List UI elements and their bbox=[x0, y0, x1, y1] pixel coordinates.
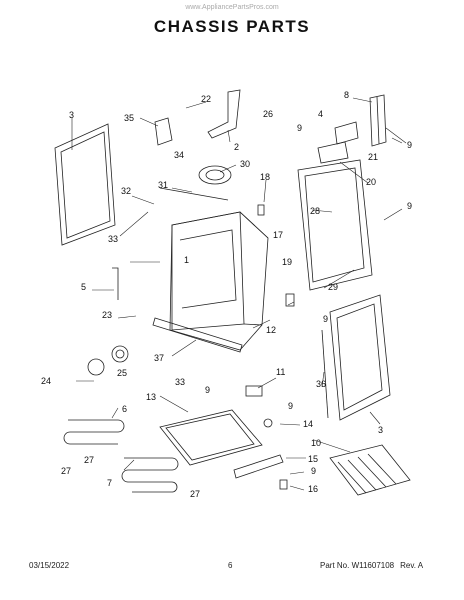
leader-lines bbox=[71, 97, 407, 491]
sensor-17 bbox=[257, 204, 265, 216]
callout: 16 bbox=[308, 484, 318, 494]
footer-part-info: Part No. W11607108 Rev. A bbox=[320, 561, 429, 570]
callout: 34 bbox=[174, 150, 184, 160]
element-34 bbox=[198, 165, 232, 185]
hinge-bracket-2 bbox=[207, 89, 241, 139]
channel-8 bbox=[369, 94, 387, 147]
callout: 26 bbox=[263, 109, 273, 119]
callout: 22 bbox=[201, 94, 211, 104]
callout: 36 bbox=[316, 379, 326, 389]
callout: 8 bbox=[344, 90, 349, 100]
callout: 28 bbox=[310, 206, 320, 216]
callout: 23 bbox=[102, 310, 112, 320]
rod-5 bbox=[112, 267, 119, 300]
callout: 29 bbox=[328, 282, 338, 292]
rail-20 bbox=[317, 141, 349, 164]
knobs-24 bbox=[87, 345, 129, 376]
callout: 20 bbox=[366, 177, 376, 187]
drip-tray-13 bbox=[159, 409, 263, 466]
callout: 2 bbox=[234, 142, 239, 152]
callout: 9 bbox=[297, 123, 302, 133]
callout: 17 bbox=[273, 230, 283, 240]
callout: 35 bbox=[124, 113, 134, 123]
rod-36 bbox=[321, 329, 329, 419]
callout: 15 bbox=[308, 454, 318, 464]
callout: 27 bbox=[190, 489, 200, 499]
callout: 10 bbox=[311, 438, 321, 448]
callout: 14 bbox=[303, 419, 313, 429]
callout: 9 bbox=[311, 466, 316, 476]
door-frame-right bbox=[329, 294, 391, 421]
rear-panel bbox=[297, 159, 373, 291]
callout: 13 bbox=[146, 392, 156, 402]
callout: 9 bbox=[323, 314, 328, 324]
callout: 9 bbox=[288, 401, 293, 411]
callout: 7 bbox=[107, 478, 112, 488]
callout: 3 bbox=[378, 425, 383, 435]
callout: 31 bbox=[158, 180, 168, 190]
callout: 19 bbox=[282, 257, 292, 267]
slide-15 bbox=[233, 454, 284, 479]
callout: 30 bbox=[240, 159, 250, 169]
callout: 27 bbox=[84, 455, 94, 465]
callout: 33 bbox=[108, 234, 118, 244]
callout: 37 bbox=[154, 353, 164, 363]
callout: 27 bbox=[61, 466, 71, 476]
watermark: www.AppliancePartsPros.com bbox=[185, 4, 279, 11]
callout: 33 bbox=[175, 377, 185, 387]
callout: 9 bbox=[205, 385, 210, 395]
callout-labels: 1 2 3 3 4 5 6 7 8 9 9 9 9 9 9 9 10 11 12… bbox=[41, 90, 412, 499]
callout: 21 bbox=[368, 152, 378, 162]
callout: 9 bbox=[407, 140, 412, 150]
callout: 6 bbox=[122, 404, 127, 414]
callout: 32 bbox=[121, 186, 131, 196]
bracket-35 bbox=[154, 117, 173, 146]
callout: 5 bbox=[81, 282, 86, 292]
grommet-14 bbox=[263, 418, 273, 428]
page-title: CHASSIS PARTS bbox=[153, 17, 311, 36]
oven-rack-10 bbox=[329, 444, 411, 496]
part-number: Part No. W11607108 bbox=[320, 561, 395, 570]
bracket-11 bbox=[245, 385, 263, 397]
callout: 18 bbox=[260, 172, 270, 182]
callout: 25 bbox=[117, 368, 127, 378]
front-frame-37 bbox=[152, 317, 243, 353]
bake-element-6 bbox=[63, 419, 125, 445]
switch-19 bbox=[285, 293, 295, 307]
door-frame-left bbox=[54, 123, 116, 246]
oven-cavity-1 bbox=[169, 211, 269, 351]
broil-element-7 bbox=[121, 457, 179, 493]
callout: 3 bbox=[69, 110, 74, 120]
callout: 11 bbox=[276, 367, 285, 377]
footer-page-number: 6 bbox=[228, 561, 233, 570]
bracket-21 bbox=[334, 121, 359, 145]
callout: 24 bbox=[41, 376, 51, 386]
footer-date: 03/15/2022 bbox=[29, 561, 70, 570]
revision: Rev. A bbox=[400, 561, 424, 570]
callout: 4 bbox=[318, 109, 323, 119]
callout: 1 bbox=[184, 255, 189, 265]
callout: 9 bbox=[407, 201, 412, 211]
callout: 12 bbox=[266, 325, 276, 335]
foot-16 bbox=[279, 479, 288, 490]
wrap-31 bbox=[159, 187, 229, 201]
